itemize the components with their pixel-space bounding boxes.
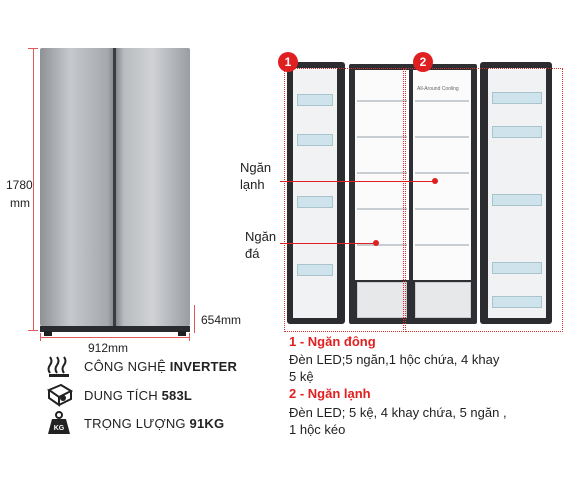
height-dimension-tick-top [28,48,38,49]
fridge-open-image: All-Around Cooling [287,62,560,330]
spec-inverter-text: CÔNG NGHỆ INVERTER [84,358,238,374]
fridge-closed-image [40,48,190,336]
capacity-icon [44,382,74,408]
height-label: 1780 mm [6,176,33,212]
fridge-callout-dot [432,178,438,184]
svg-text:KG: KG [54,425,65,432]
badge-2: 2 [413,52,433,72]
spec-weight-text: TRỌNG LƯỢNG 91KG [84,415,225,431]
depth-dimension-line [194,305,195,333]
freezer-callout-dot [373,240,379,246]
fridge-cabinet: All-Around Cooling [349,64,477,324]
door-bin [492,92,542,104]
fridge-compartment: All-Around Cooling [413,70,471,280]
spec-row-inverter: CÔNG NGHỆ INVERTER [44,353,237,379]
zone-2-title: 2 - Ngăn lạnh [289,386,371,401]
freezer-zone-box [284,68,404,332]
fridge-drawer [415,282,471,318]
zone-1-desc-line1: Đèn LED;5 ngăn,1 hộc chứa, 4 khay [289,352,500,367]
door-bin [492,262,542,274]
freezer-callout-line [280,243,374,244]
zone-1-title: 1 - Ngăn đông [289,334,376,349]
fridge-foot-left [44,331,52,336]
spec-row-capacity: DUNG TÍCH 583L [44,382,192,408]
width-label: 912mm [88,341,129,355]
depth-label: 654mm [201,313,242,327]
fridge-door [480,62,552,324]
zone-2-desc-line2: 1 hộc kéo [289,422,346,437]
height-unit: mm [10,196,30,210]
height-value: 1780 [6,178,33,192]
weight-icon: KG [44,410,74,436]
freezer-drawer [357,282,407,318]
freezer-compartment [355,70,409,280]
spec-row-weight: KG TRỌNG LƯỢNG 91KG [44,410,224,436]
height-dimension-tick-bottom [28,330,38,331]
fridge-foot-right [178,331,186,336]
door-bin [297,134,333,146]
fridge-base [40,326,190,332]
height-dimension-line [33,48,34,330]
door-bin [297,196,333,208]
badge-1: 1 [278,52,298,72]
fridge-zone-box [405,68,563,332]
inverter-icon [44,353,74,379]
door-bin [492,126,542,138]
door-bin [492,296,542,308]
interior-tag: All-Around Cooling [417,86,459,92]
door-gap [113,48,116,326]
fridge-callout-line [280,181,433,182]
fridge-callout-label: Ngăn lạnh [240,160,272,192]
door-bin [297,264,333,276]
freezer-callout-label: Ngăn đá [245,229,277,261]
door-bin [492,194,542,206]
width-dimension-line [40,337,190,338]
width-dimension-tick-right [189,333,190,341]
width-dimension-tick-left [40,333,41,341]
door-bin [297,94,333,106]
zone-1-desc-line2: 5 kệ [289,369,314,384]
freezer-door [287,62,345,324]
spec-capacity-text: DUNG TÍCH 583L [84,387,193,403]
zone-2-desc-line1: Đèn LED; 5 kệ, 4 khay chứa, 5 ngăn , [289,405,507,420]
